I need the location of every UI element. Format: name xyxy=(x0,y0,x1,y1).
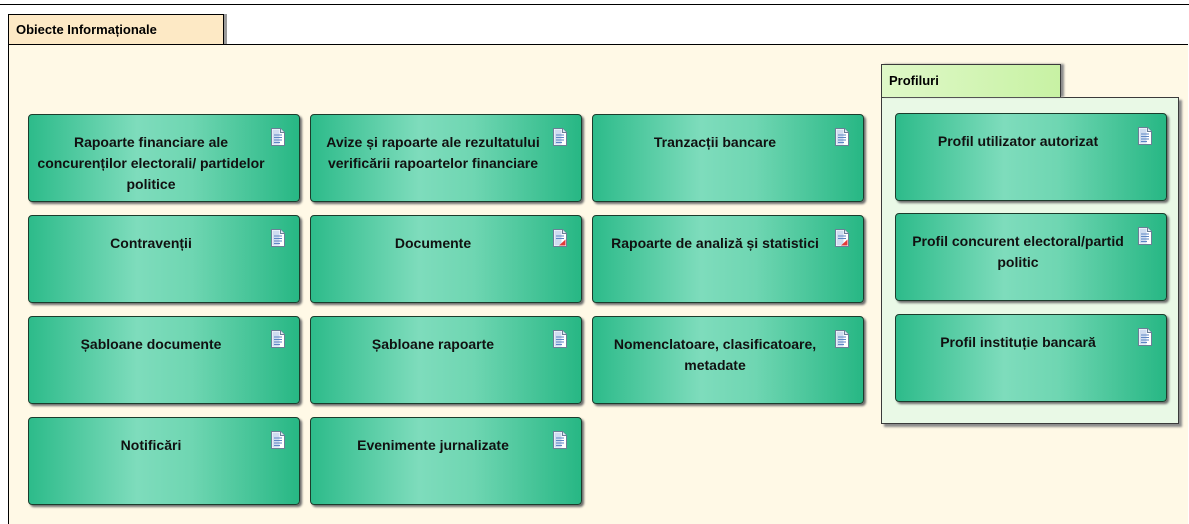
profiles-title: Profiluri xyxy=(889,73,939,88)
element-evenimente-jurnalizate[interactable]: Evenimente jurnalizate xyxy=(310,417,582,505)
element-label: Nomenclatoare, clasificatoare, metadate xyxy=(613,336,817,373)
document-icon xyxy=(835,128,849,146)
element-notificari[interactable]: Notificări xyxy=(28,417,300,505)
element-label: Evenimente jurnalizate xyxy=(357,437,509,453)
document-icon xyxy=(553,128,567,146)
document-icon xyxy=(553,330,567,348)
top-border-line xyxy=(0,4,1189,5)
element-label: Profil utilizator autorizat xyxy=(937,133,1099,149)
element-nomenclatoare[interactable]: Nomenclatoare, clasificatoare, metadate xyxy=(592,316,864,404)
element-sabloane-documente[interactable]: Șabloane documente xyxy=(28,316,300,404)
document-icon xyxy=(1138,227,1152,245)
document-icon xyxy=(1138,127,1152,145)
element-label: Profil concurent electoral/partid politi… xyxy=(912,233,1124,270)
element-tranzactii-bancare[interactable]: Tranzacții bancare xyxy=(592,114,864,202)
document-icon xyxy=(1138,328,1152,346)
element-label: Avize și rapoarte ale rezultatului verif… xyxy=(326,134,540,171)
element-label: Notificări xyxy=(120,437,182,453)
document-report-icon xyxy=(553,229,567,247)
element-label: Rapoarte financiare ale concurenților el… xyxy=(37,134,265,192)
package-title: Obiecte Informaționale xyxy=(16,22,157,37)
element-rapoarte-financiare[interactable]: Rapoarte financiare ale concurenților el… xyxy=(28,114,300,202)
element-label: Șabloane rapoarte xyxy=(371,336,495,352)
element-sabloane-rapoarte[interactable]: Șabloane rapoarte xyxy=(310,316,582,404)
element-label: Contravenții xyxy=(110,235,192,251)
document-report-icon xyxy=(835,229,849,247)
element-label: Șabloane documente xyxy=(80,336,222,352)
document-icon xyxy=(835,330,849,348)
element-avize-si-rapoarte[interactable]: Avize și rapoarte ale rezultatului verif… xyxy=(310,114,582,202)
element-profil-institutie[interactable]: Profil instituție bancară xyxy=(895,314,1167,402)
element-label: Rapoarte de analiză și statistici xyxy=(611,235,819,251)
document-icon xyxy=(271,128,285,146)
element-label: Profil instituție bancară xyxy=(940,334,1096,350)
document-icon xyxy=(271,431,285,449)
element-label: Documente xyxy=(394,235,472,251)
profiles-tab[interactable]: Profiluri xyxy=(881,64,1061,97)
package-tab[interactable]: Obiecte Informaționale xyxy=(8,14,224,44)
element-rapoarte-de-analiza[interactable]: Rapoarte de analiză și statistici xyxy=(592,215,864,303)
element-contraventii[interactable]: Contravenții xyxy=(28,215,300,303)
element-profil-concurent[interactable]: Profil concurent electoral/partid politi… xyxy=(895,213,1167,301)
element-label: Tranzacții bancare xyxy=(653,134,777,150)
document-icon xyxy=(271,229,285,247)
document-icon xyxy=(553,431,567,449)
element-profil-utilizator[interactable]: Profil utilizator autorizat xyxy=(895,113,1167,201)
document-icon xyxy=(271,330,285,348)
element-documente[interactable]: Documente xyxy=(310,215,582,303)
